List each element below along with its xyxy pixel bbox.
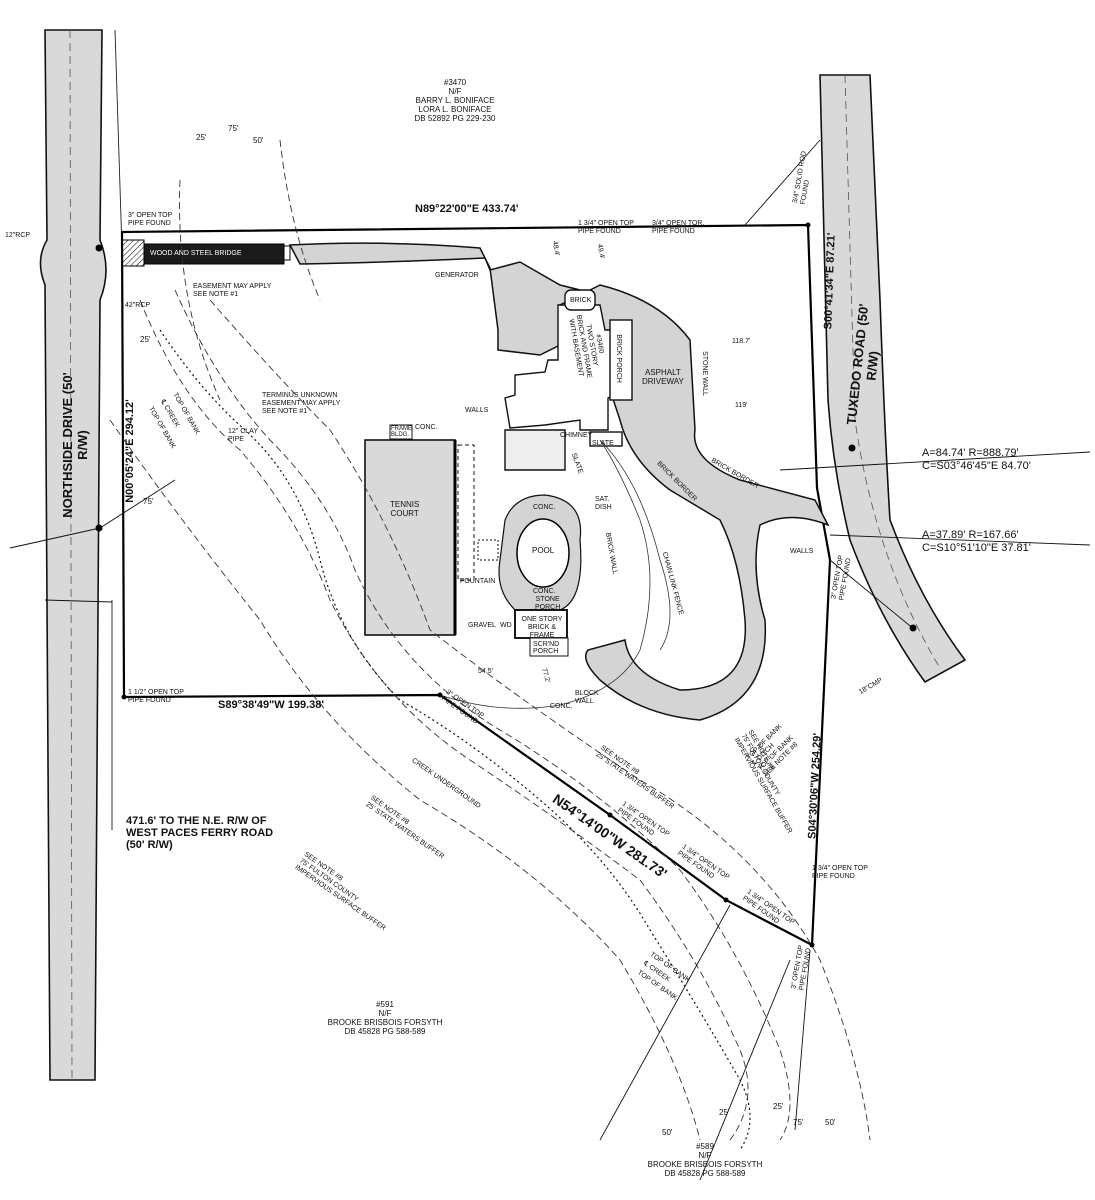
stone-wall-label: STONE WALL (700, 351, 708, 396)
cmp-18: 18"CMP (857, 677, 884, 696)
elev-1: 118.7' (732, 338, 751, 345)
dim-25-west: 25' (140, 335, 151, 344)
curve-1: A=84.74' R=888.79' C=S03°46'45"E 84.70' (922, 447, 1031, 472)
bearing-east-bottom: S04°30'06"W 254.29' (806, 732, 824, 840)
pool-area (477, 494, 582, 657)
curve-2: A=37.89' R=167.66' C=S10°51'10"E 37.81' (922, 529, 1031, 554)
dim-50-top: 50' (253, 136, 264, 145)
tie-lines (9, 139, 1091, 1181)
paces-ferry-reference: 471.6' TO THE N.E. R/W OF WEST PACES FER… (126, 815, 274, 851)
slate-label: SLATE (592, 440, 614, 447)
gravel-label: GRAVEL (468, 622, 496, 629)
dim-484: 48.4' (550, 240, 561, 257)
bearing-west: N00°05'24"E 294.12' (124, 399, 136, 503)
bearing-south-west: S89°38'49"W 199.38' (218, 699, 324, 711)
northside-drive-label: NORTHSIDE DRIVE (50' R/W) (60, 372, 90, 518)
property-boundary (120, 223, 832, 947)
conc-label-3: CONC. (533, 588, 556, 595)
walls-label: WALLS (465, 407, 489, 414)
creek-underground: CREEK UNDERGROUND (410, 757, 482, 810)
fountain-label: FOUNTAIN (460, 578, 496, 585)
house (504, 289, 633, 471)
bridge (121, 239, 291, 267)
tuxedo-road (819, 74, 967, 684)
dim-50-bottom: 50' (662, 1128, 673, 1137)
dim-772: 77.2' (540, 667, 551, 684)
bearing-north: N89°22'00"E 433.74' (415, 203, 519, 215)
generator-label: GENERATOR (435, 272, 479, 279)
dim-25-bottom: 25' (719, 1108, 730, 1117)
house-label: #3460 TWO STORY BRICK AND FRAME WITH BAS… (567, 314, 605, 379)
fence-line (439, 439, 671, 709)
creek-centerline (159, 329, 751, 1151)
dim-75-top: 75' (228, 124, 239, 133)
pipe-n2: 3/4" OPEN TOR.PIPE FOUND (652, 220, 705, 235)
walls-label-2: WALLS (790, 548, 814, 555)
brick-border-label-2: BRICK BORDER (655, 460, 698, 503)
dim-25-bottom-2: 25' (773, 1102, 784, 1111)
northside-drive-road (39, 29, 124, 1081)
brick-wall-label: BRICK WALL (603, 532, 619, 575)
rcp-12: 12"RCP (5, 232, 31, 239)
brick-border-label: BRICK BORDER (709, 457, 760, 490)
chain-fence-label: CHAIN LINK FENCE (660, 551, 685, 616)
conc-label-2: CONC. (533, 504, 556, 511)
monuments (95, 222, 917, 948)
tuxedo-road-label: TUXEDO ROAD (50' R/W) (843, 302, 882, 426)
elev-2: 119' (735, 402, 748, 409)
dim-25-top: 25' (196, 133, 207, 142)
pool-label: POOL (532, 546, 555, 555)
bearing-east-top: S00°41'34"E 87.21' (822, 232, 838, 330)
creek-contours (109, 139, 871, 1141)
owner-north: #3470 N/F BARRY L. BONIFACE LORA L. BONI… (414, 78, 496, 123)
slate-label-2: SLATE (569, 452, 584, 475)
dim-75-bottom: 75' (793, 1118, 804, 1127)
sat-dish-label: SAT.DISH (595, 496, 612, 511)
wd-label: WD (500, 622, 512, 629)
conc-label-4: CONC. (550, 703, 573, 710)
dim-50-bottom-2: 50' (825, 1118, 836, 1127)
bridge-label: WOOD AND STEEL BRIDGE (150, 250, 242, 257)
brick-label: BRICK (570, 297, 592, 304)
rcp-42: 42"RCP (125, 302, 151, 309)
dim-75-west: 75' (143, 497, 154, 506)
owner-south-east: #589 N/F BROOKE BRISBOIS FORSYTH DB 4582… (647, 1142, 763, 1178)
tennis-court (364, 424, 475, 636)
dim-494: 49.4' (595, 243, 606, 260)
chimney-label: CHIMNEY (560, 432, 593, 439)
dim-545: 54.5' (478, 668, 493, 675)
conc-label: CONC. (415, 424, 438, 431)
owner-south-west: #591 N/F BROOKE BRISBOIS FORSYTH DB 4582… (327, 1000, 443, 1036)
brick-porch-label: BRICK PORCH (614, 334, 622, 383)
